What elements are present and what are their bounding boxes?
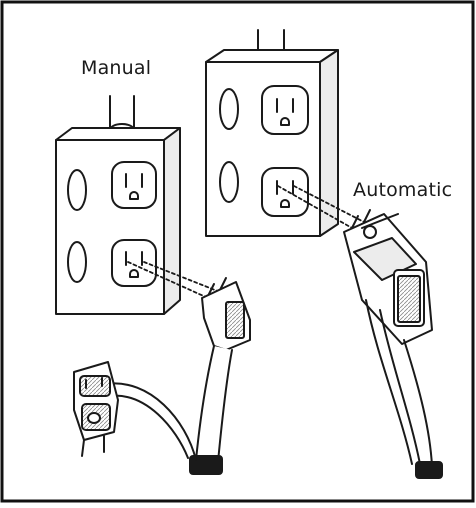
manual-outlet-box xyxy=(56,96,180,314)
automatic-label: Automatic xyxy=(353,179,452,201)
upper-receptacle-manual xyxy=(112,162,156,208)
automatic-outlet-box xyxy=(206,30,338,236)
lower-receptacle-manual xyxy=(112,240,156,286)
manual-label: Manual xyxy=(81,57,151,79)
automatic-plug xyxy=(344,210,432,466)
manual-plug xyxy=(196,278,250,462)
lower-receptacle-automatic xyxy=(262,168,308,216)
upper-receptacle-automatic xyxy=(262,86,308,134)
manual-cord-connector xyxy=(74,362,196,460)
automatic-cord-end xyxy=(416,462,442,478)
